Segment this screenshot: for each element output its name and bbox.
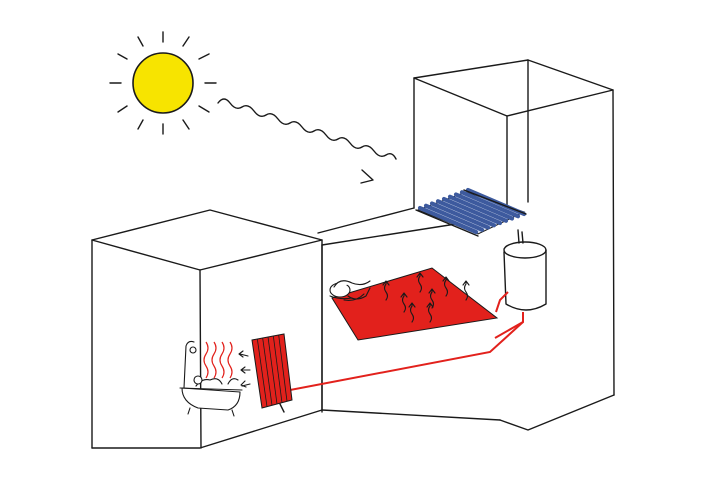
- sun: [109, 31, 217, 135]
- heat-arrow: [442, 276, 450, 297]
- floor-heating: [331, 267, 499, 341]
- heat-arrow: [428, 288, 436, 309]
- collector-tube: [447, 194, 509, 223]
- heat-arrow: [382, 280, 390, 301]
- tall-building-block: [413, 59, 615, 431]
- radiator-fin: [267, 336, 278, 405]
- steam-line: [203, 341, 209, 379]
- person-relaxing: [329, 280, 371, 301]
- radiator-fin: [262, 337, 273, 406]
- radiator-fin: [272, 335, 283, 403]
- sun-disc: [132, 52, 194, 114]
- left-building-block: [91, 209, 323, 449]
- bathtub: [179, 340, 243, 417]
- radiator: [251, 333, 293, 413]
- steam-line: [219, 341, 225, 379]
- collector-tube: [441, 196, 503, 226]
- radiator-fin: [278, 334, 288, 402]
- radiator-heat-arrows: [238, 350, 251, 388]
- sun-rays: [109, 31, 217, 135]
- collector-tube: [435, 199, 497, 228]
- hot-water-tank: [503, 229, 547, 311]
- collector-tube: [423, 203, 485, 232]
- heat-arrow: [462, 280, 470, 301]
- heat-arrow: [416, 272, 424, 293]
- steam-line: [227, 341, 233, 379]
- collector-tube: [453, 192, 515, 221]
- steam-lines: [203, 341, 233, 379]
- collector-tubes: [417, 187, 527, 235]
- rising-heat-arrows: [382, 272, 470, 323]
- solar-collector: [415, 187, 527, 237]
- heat-arrow: [426, 302, 434, 323]
- solar-radiation-arrow: [217, 98, 397, 184]
- heat-arrow: [400, 292, 408, 313]
- collector-tube: [429, 201, 491, 230]
- radiator-fin: [256, 338, 268, 407]
- heat-arrow: [408, 302, 416, 323]
- steam-line: [211, 341, 217, 379]
- building: [91, 59, 615, 449]
- collector-tube: [417, 205, 479, 235]
- collector-tube: [459, 190, 521, 219]
